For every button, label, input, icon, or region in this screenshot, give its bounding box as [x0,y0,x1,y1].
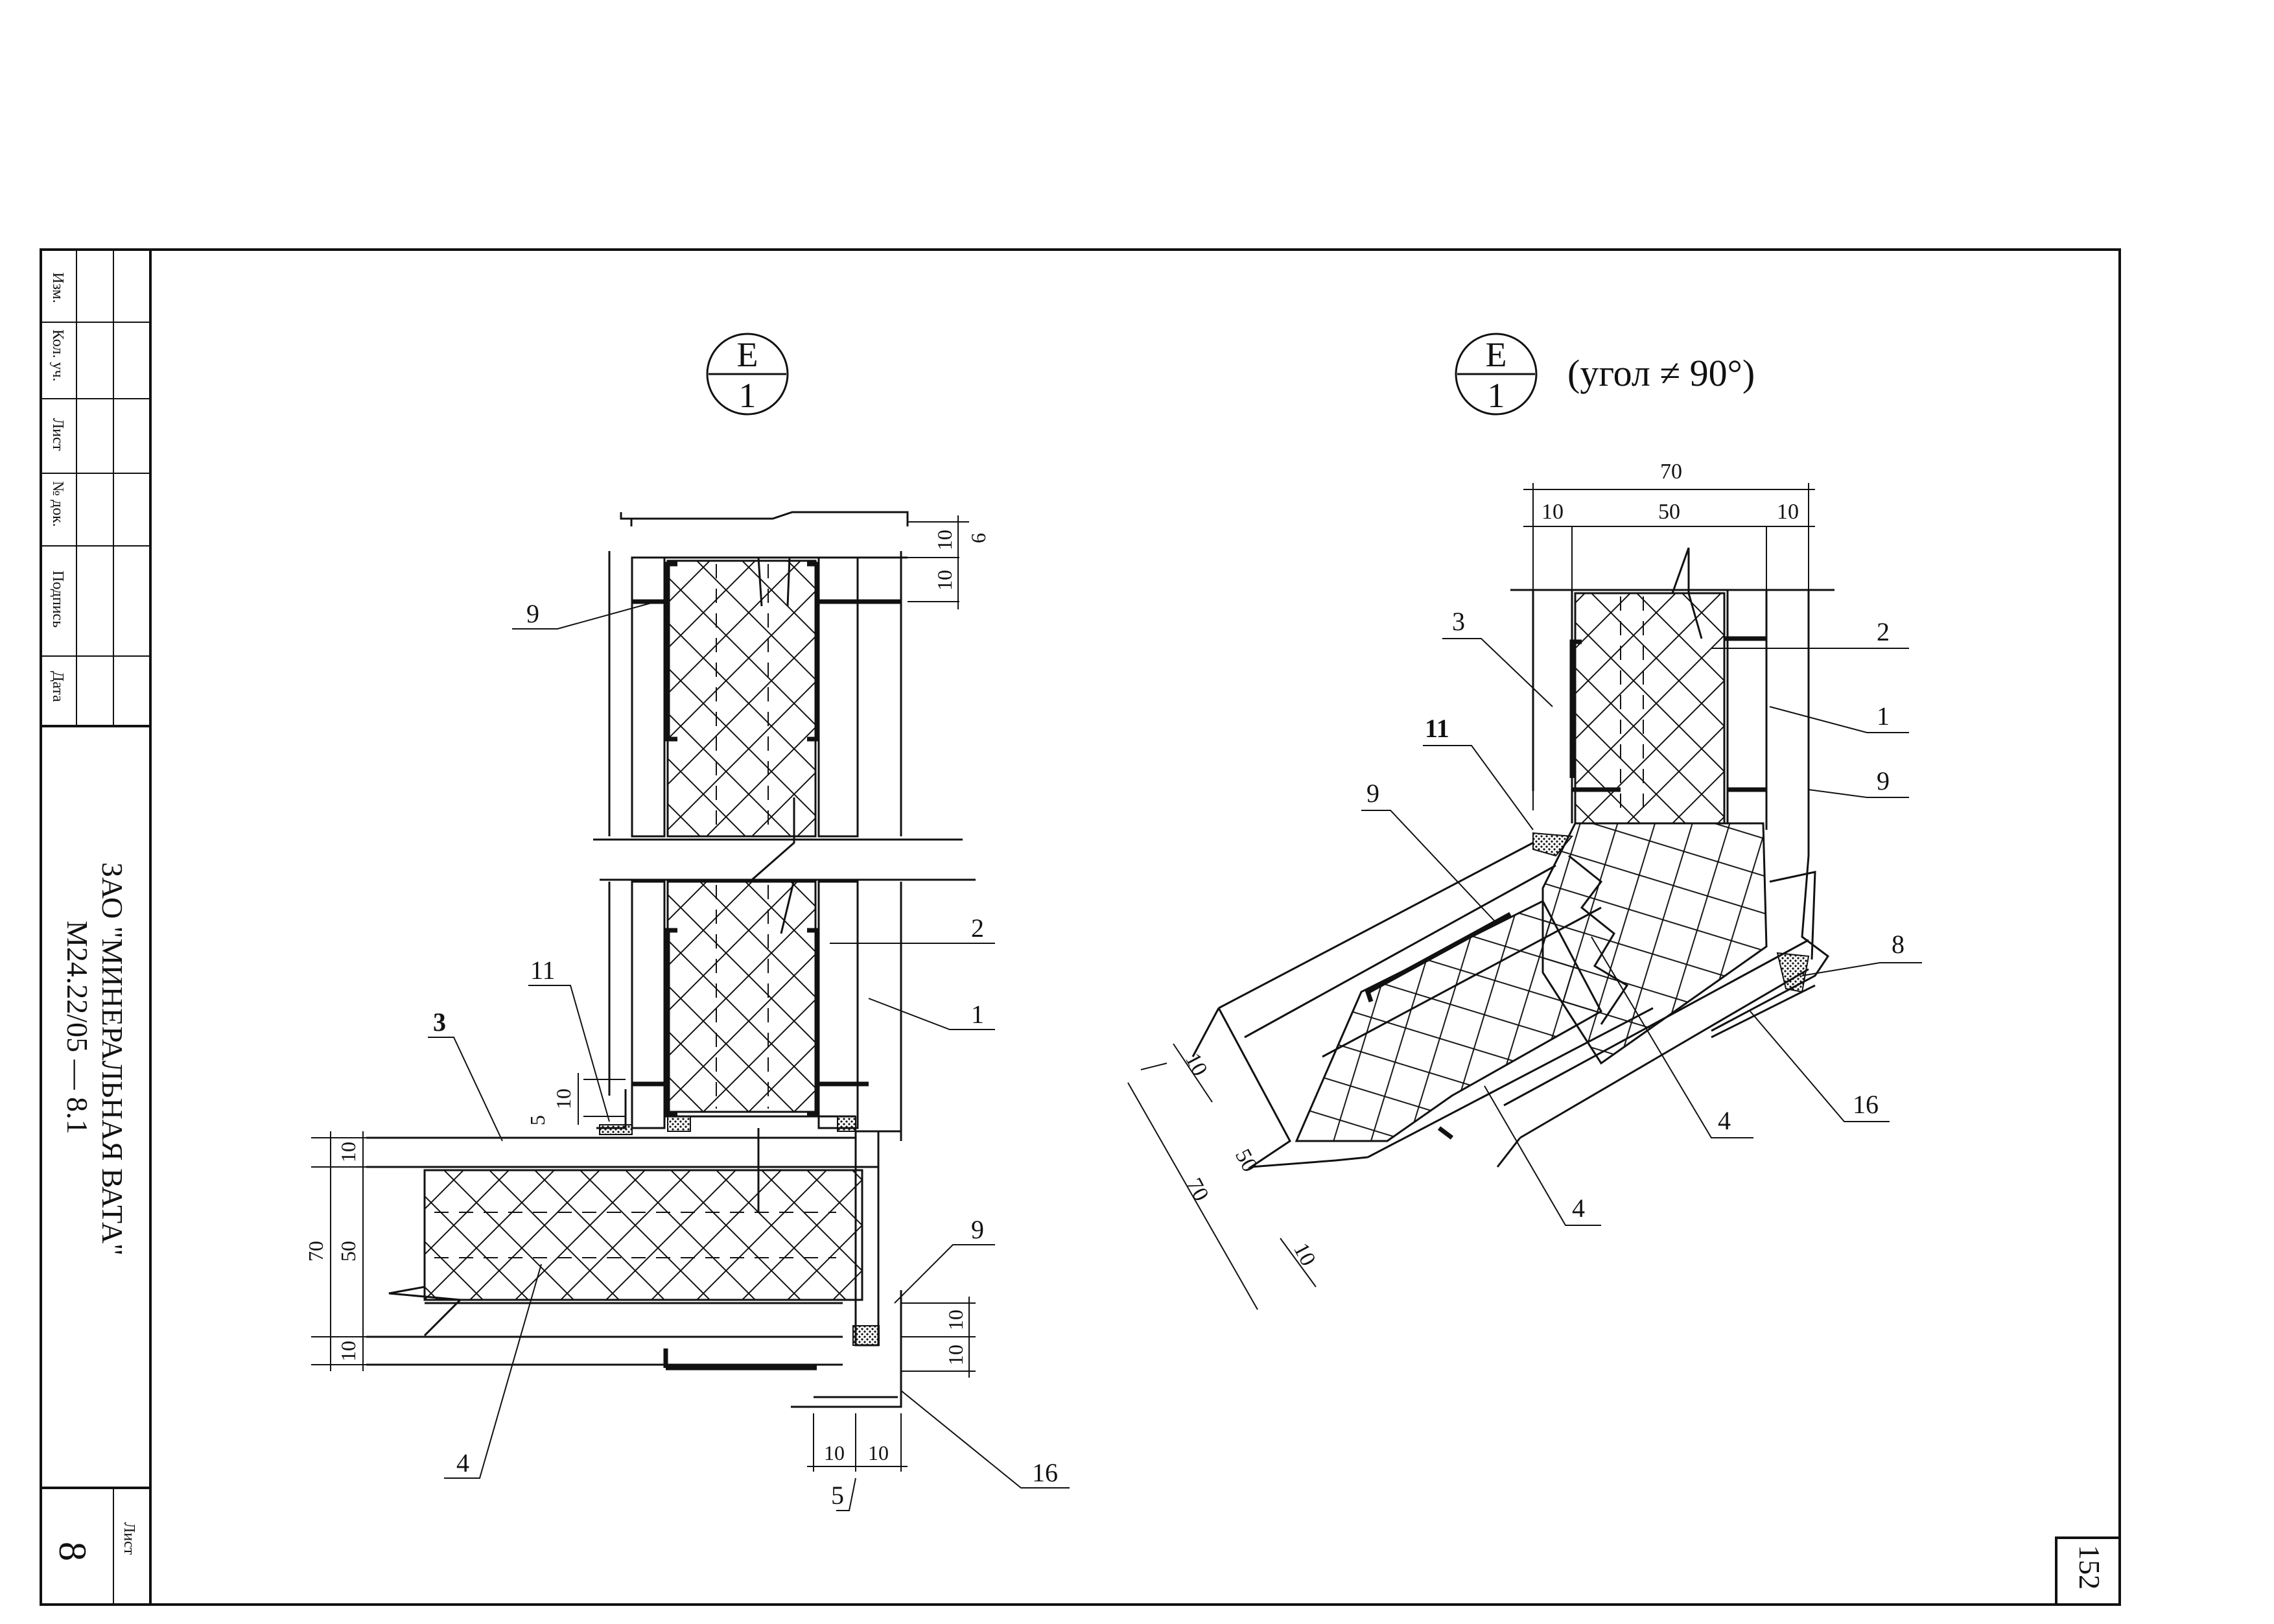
svg-text:9: 9 [1877,766,1890,795]
rev-header-doc: № док. [49,481,66,527]
marker-right-bottom: 1 [1488,376,1505,415]
document-code: М24.22/05 — 8.1 [61,921,94,1135]
svg-text:10: 10 [933,570,956,591]
section-marker-left [706,333,789,416]
svg-text:10: 10 [1289,1239,1320,1269]
marker-left-top: Е [737,335,758,374]
marker-left-bottom: 1 [739,376,756,415]
rev-header-sign: Подпись [49,571,66,628]
svg-text:50: 50 [336,1241,360,1262]
page-number-box [2055,1536,2121,1606]
svg-text:16: 16 [1853,1090,1879,1119]
svg-text:10: 10 [944,1310,967,1330]
svg-text:3: 3 [1452,607,1465,636]
rev-header-list: Лист [49,418,66,451]
svg-text:6: 6 [967,533,990,543]
svg-text:10: 10 [944,1345,967,1365]
right-vertical-panel: 70 10 50 10 [1510,460,1834,993]
rev-header-date: Дата [49,671,66,702]
svg-text:70: 70 [304,1241,327,1262]
sheet-number: 8 [51,1542,94,1561]
svg-text:1: 1 [1877,701,1890,731]
svg-text:10: 10 [933,530,956,550]
angle-note: (угол ≠ 90°) [1567,352,1755,394]
svg-text:10: 10 [1541,500,1564,524]
svg-text:1: 1 [971,1000,984,1029]
svg-text:11: 11 [1425,714,1449,743]
page-number: 152 [2073,1545,2106,1590]
left-callouts: 9 2 1 11 3 4 9 16 5 [428,599,1070,1511]
right-angled-panel: 10 50 70 10 [1127,822,1830,1310]
svg-text:4: 4 [1718,1106,1731,1135]
svg-text:10: 10 [868,1441,889,1465]
svg-text:50: 50 [1230,1145,1262,1175]
left-horizontal-panel [366,1089,902,1408]
svg-text:10: 10 [1777,500,1799,524]
rev-header-izm: Изм. [49,272,66,303]
svg-text:10: 10 [336,1142,360,1162]
sheet-label: Лист [121,1522,137,1555]
svg-text:50: 50 [1658,500,1680,524]
svg-text:4: 4 [1572,1194,1585,1223]
company-name: ЗАО "МИНЕРАЛЬНАЯ ВАТА" [96,862,129,1256]
svg-text:2: 2 [971,913,984,943]
svg-text:10: 10 [1180,1049,1212,1079]
svg-text:70: 70 [1660,460,1682,484]
left-vertical-panel [593,511,976,1141]
svg-text:5: 5 [831,1481,844,1510]
left-dimensions: 10 10 6 10 5 10 50 10 70 10 10 10 10 [304,515,990,1472]
svg-text:10: 10 [552,1089,575,1109]
svg-text:8: 8 [1892,930,1905,959]
marker-right-top: Е [1486,335,1507,374]
svg-text:5: 5 [526,1115,549,1125]
svg-text:9: 9 [526,599,539,628]
right-callouts: 3 2 1 11 9 9 8 4 4 16 [1361,607,1922,1226]
svg-text:4: 4 [456,1448,469,1477]
svg-text:16: 16 [1032,1458,1058,1487]
svg-text:11: 11 [530,956,556,985]
svg-text:10: 10 [336,1341,360,1361]
svg-text:9: 9 [971,1215,984,1244]
svg-text:9: 9 [1366,779,1379,808]
svg-text:2: 2 [1877,617,1890,646]
sheet-frame [40,248,2121,1606]
svg-text:3: 3 [433,1007,446,1037]
rev-header-kol: Кол. уч. [49,329,66,382]
svg-text:70: 70 [1182,1174,1213,1205]
svg-text:10: 10 [824,1441,845,1465]
section-marker-right [1455,333,1538,416]
